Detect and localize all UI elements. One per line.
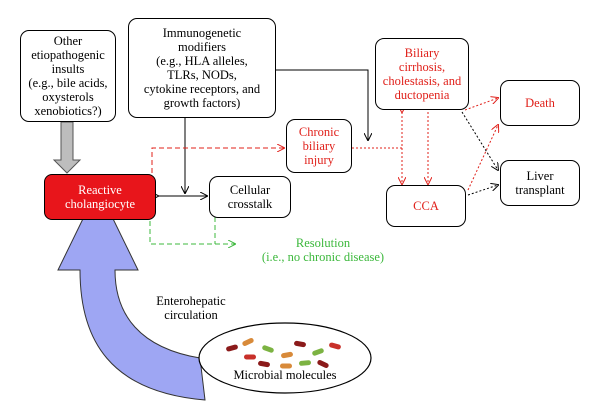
reactive-to-resolution-arrow xyxy=(149,221,235,244)
reactive-cholangiocyte-box: Reactive cholangiocyte xyxy=(44,174,156,220)
cca-to-transplant-arrow xyxy=(467,185,498,196)
microbe-rod xyxy=(226,344,238,352)
microbe-rod xyxy=(281,351,293,359)
death-box: Death xyxy=(500,80,580,126)
immuno-to-injury-line xyxy=(276,69,368,140)
cca-box: CCA xyxy=(386,185,466,227)
microbe-rod xyxy=(317,360,329,368)
microbe-rod xyxy=(299,360,311,366)
enterohepatic-label: Enterohepatic circulation xyxy=(156,294,226,322)
microbe-rod xyxy=(244,354,256,360)
reactive-to-injury-arrow xyxy=(151,148,284,173)
biliary-cirrhosis-box: Biliary cirrhosis, cholestasis, and duct… xyxy=(375,38,469,110)
liver-transplant-box: Liver transplant xyxy=(500,160,580,206)
microbial-label: Microbial molecules xyxy=(233,368,337,382)
cirrhosis-to-death-arrow xyxy=(464,98,498,111)
microbe-rod xyxy=(329,342,341,350)
microbe-rod xyxy=(262,345,274,353)
chronic-injury-box: Chronic biliary injury xyxy=(286,119,352,173)
other-insults-box: Other etiopathogenic insults (e.g., bile… xyxy=(20,30,116,122)
immunogenetic-box: Immunogenetic modifiers (e.g., HLA allel… xyxy=(128,18,276,118)
microbe-rod xyxy=(312,348,324,356)
enterohepatic-arrow xyxy=(57,186,206,401)
microbe-shapes xyxy=(226,338,341,369)
gray-down-arrow xyxy=(52,121,82,174)
microbe-rod xyxy=(242,338,254,346)
resolution-label: Resolution (i.e., no chronic disease) xyxy=(261,236,385,264)
microbial-ellipse xyxy=(198,322,372,394)
microbe-rod xyxy=(258,360,270,368)
microbe-rod xyxy=(294,340,306,348)
cellular-crosstalk-box: Cellular crosstalk xyxy=(209,176,291,218)
cca-to-death-arrow xyxy=(467,125,498,191)
cirrhosis-to-transplant-arrow xyxy=(461,111,498,170)
microbe-rod xyxy=(280,363,292,369)
